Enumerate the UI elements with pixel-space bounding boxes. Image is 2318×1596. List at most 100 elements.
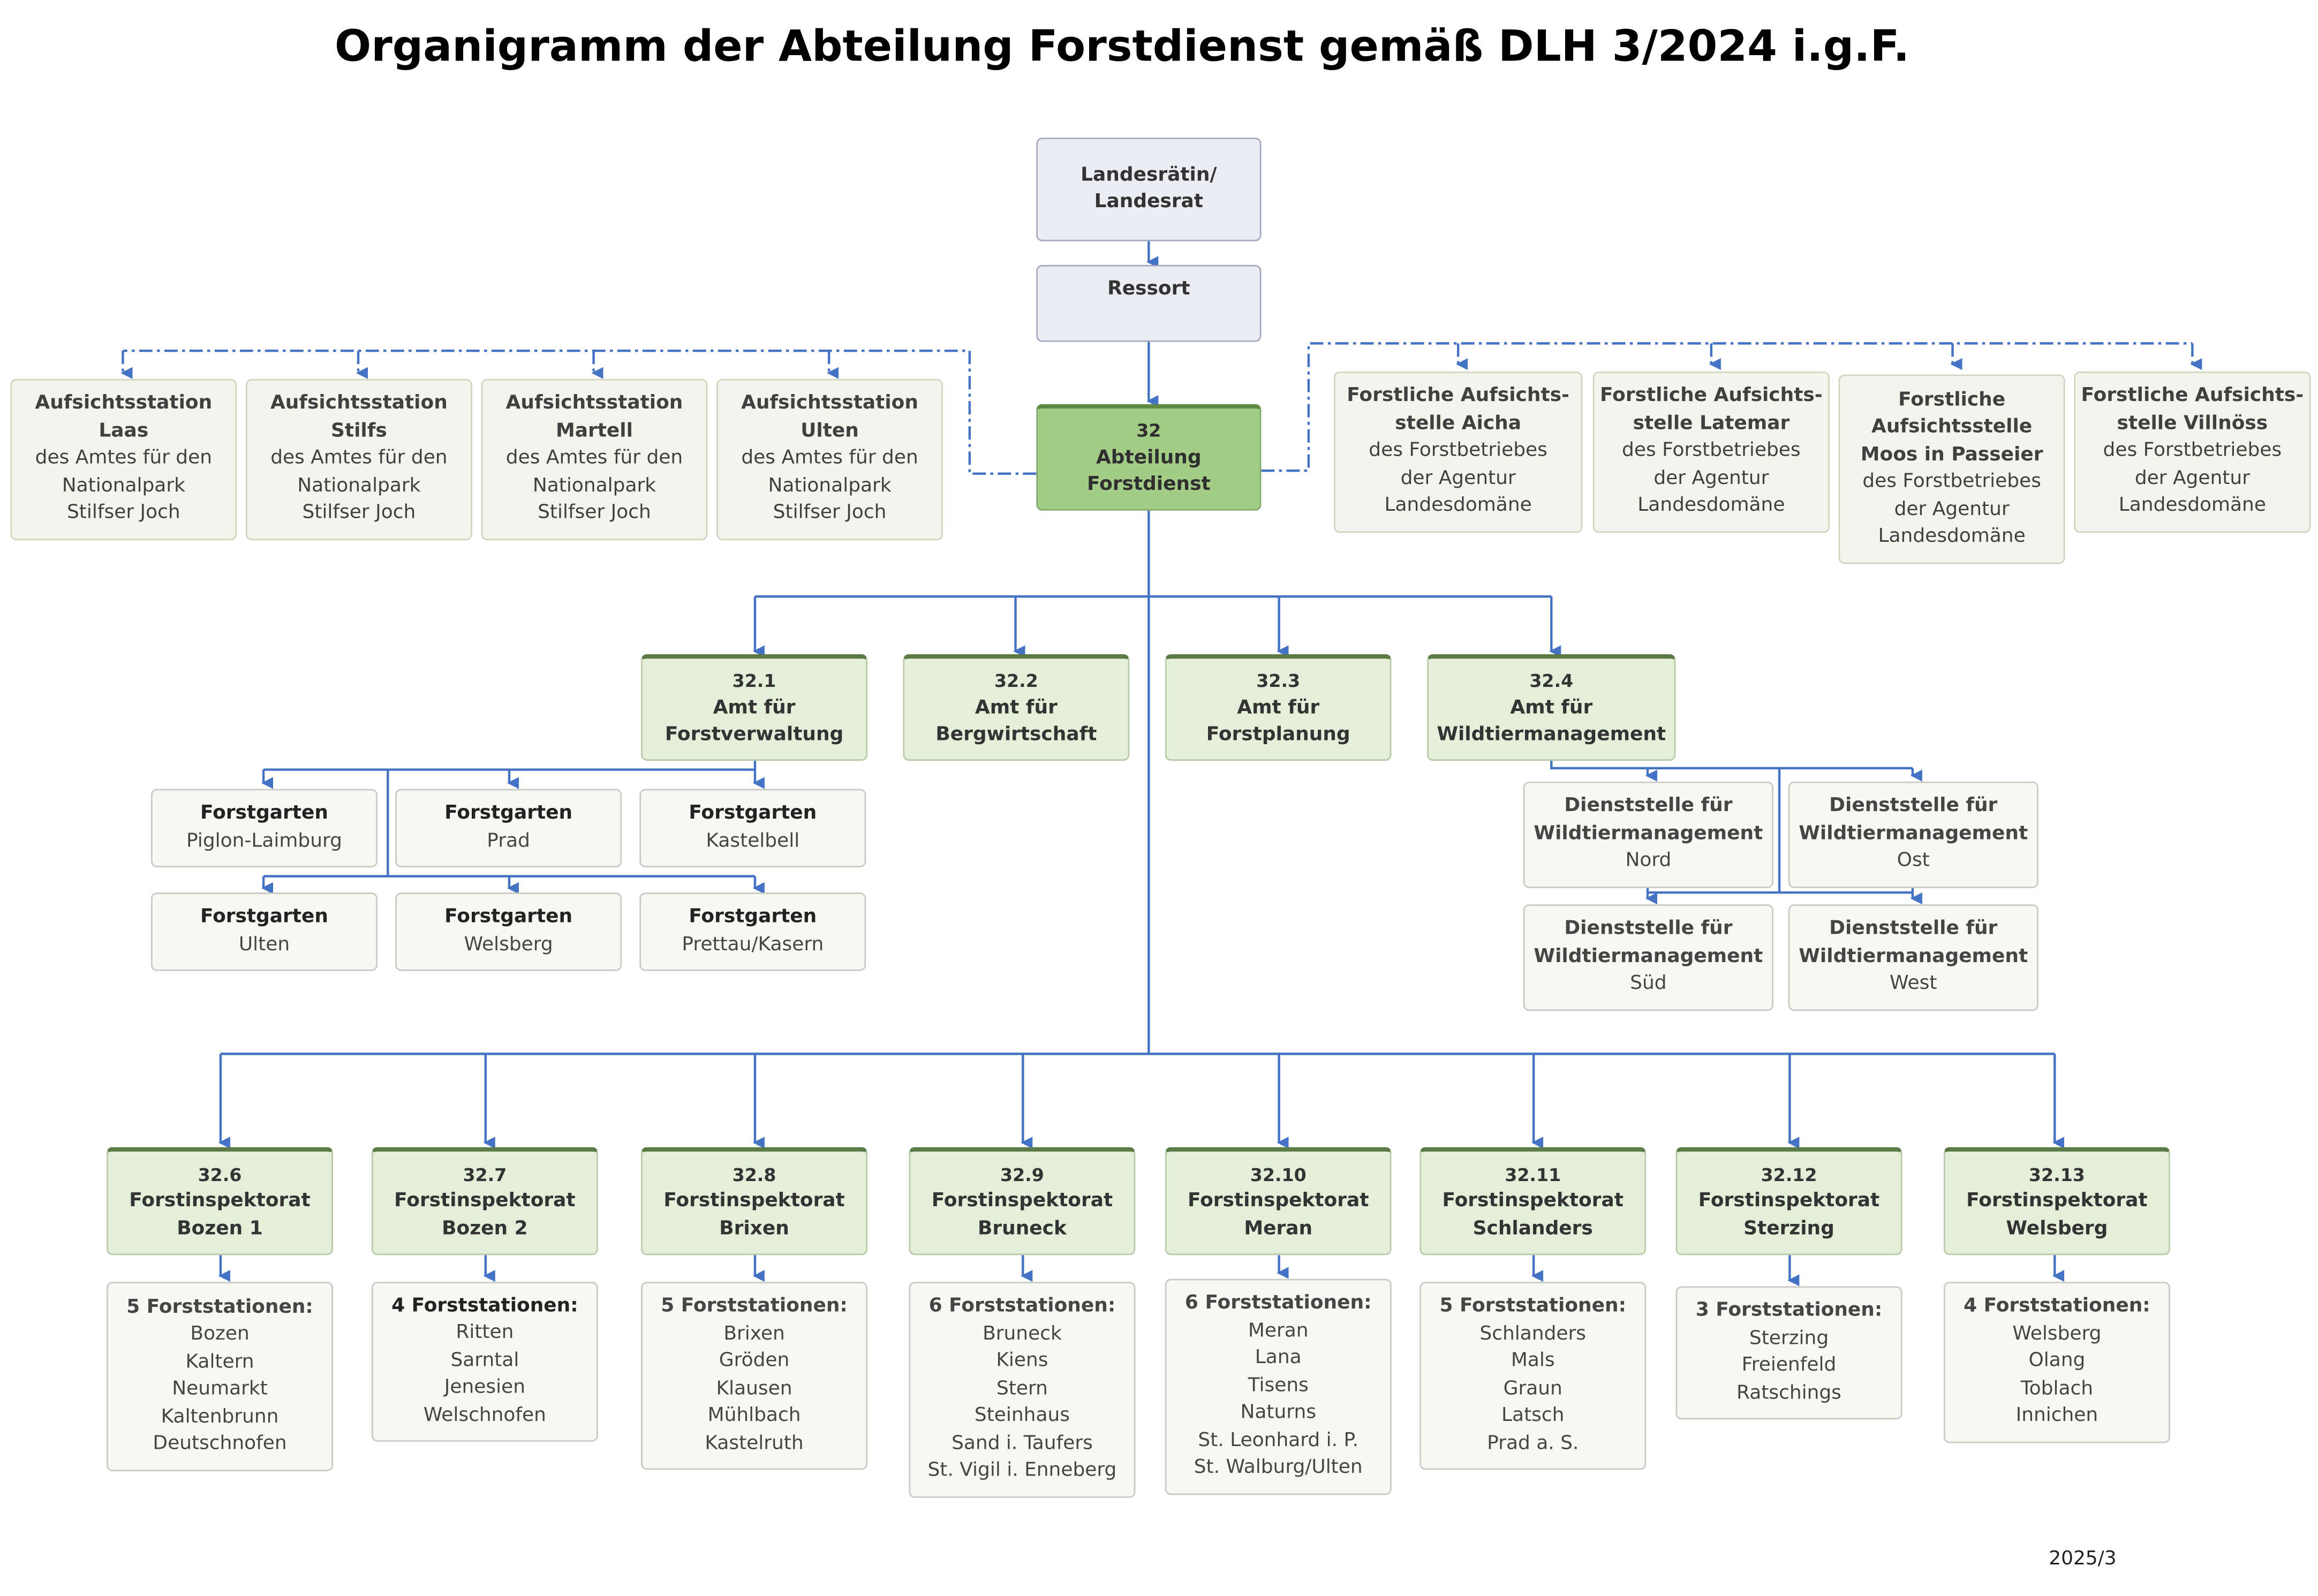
forstgarten-kastelbell: Forstgarten Kastelbell xyxy=(639,789,866,868)
inspektorat-32-6: 32.6 Forstinspektorat Bozen 1 xyxy=(107,1147,334,1255)
landesrat-line-2: Landesrat xyxy=(1094,191,1204,214)
forststationen-bozen-2: 4 Forststationen: Ritten Sarntal Jenesie… xyxy=(371,1282,598,1442)
dienststelle-title: Wildtiermanagement xyxy=(1799,945,2028,968)
station-sub: Nationalpark xyxy=(62,474,185,497)
station-sub: der Agentur xyxy=(1653,467,1769,490)
aufsichtsstation-laas: Aufsichtsstation Laas des Amtes für den … xyxy=(10,379,237,541)
station-title: Aufsichtsstation xyxy=(270,392,448,415)
dienststelle-title: Wildtiermanagement xyxy=(1534,945,1763,968)
station-title: Aufsichtsstation xyxy=(505,392,683,415)
dienststelle-title: Dienststelle für xyxy=(1829,918,1998,941)
amt-32-1: 32.1 Amt für Forstverwaltung xyxy=(641,654,868,761)
station-name: Kastelruth xyxy=(705,1432,804,1455)
dashed-left-connector xyxy=(120,349,1037,475)
station-title: Aufsichtsstelle xyxy=(1871,415,2033,438)
ressort-label: Ressort xyxy=(1107,278,1190,301)
dienststelle-name: Nord xyxy=(1625,850,1672,873)
station-name: Graun xyxy=(1503,1377,1562,1400)
dienststelle-ost: Dienststelle für Wildtiermanagement Ost xyxy=(1788,781,2038,888)
dienststelle-title: Wildtiermanagement xyxy=(1799,822,2028,845)
forstgarten-name: Welsberg xyxy=(464,933,553,956)
aufsichtsstelle-latemar: Forstliche Aufsichts- stelle Latemar des… xyxy=(1592,371,1830,533)
aufsichtsstation-martell: Aufsichtsstation Martell des Amtes für d… xyxy=(481,379,708,541)
inspektorat-32-12: 32.12 Forstinspektorat Sterzing xyxy=(1675,1147,1902,1255)
station-name: Kiens xyxy=(996,1350,1048,1373)
station-sub: der Agentur xyxy=(2134,467,2250,490)
station-sub: des Amtes für den xyxy=(741,447,918,470)
landesrat-box: Landesrätin/ Landesrat xyxy=(1036,138,1262,241)
inspektorat-name: Forstinspektorat xyxy=(1966,1190,2148,1213)
amt-name: Forstplanung xyxy=(1206,724,1350,747)
page-title: Organigramm der Abteilung Forstdienst ge… xyxy=(335,20,1910,71)
forststationen-bruneck: 6 Forststationen: Bruneck Kiens Stern St… xyxy=(909,1282,1136,1498)
amt-32-4: 32.4 Amt für Wildtiermanagement xyxy=(1427,654,1676,761)
inspektorat-name: Forstinspektorat xyxy=(1698,1190,1880,1213)
forstgarten-name: Prad xyxy=(487,829,530,852)
station-name: Welsberg xyxy=(2012,1322,2102,1345)
abteilung-line-1: Abteilung xyxy=(1096,447,1202,469)
station-name: Neumarkt xyxy=(172,1378,268,1401)
dienststelle-west: Dienststelle für Wildtiermanagement West xyxy=(1788,904,2038,1011)
station-sub: Landesdomäne xyxy=(2118,495,2266,517)
stations-title: 4 Forststationen: xyxy=(1964,1295,2150,1318)
inspektorat-name: Bozen 2 xyxy=(442,1217,528,1241)
station-name: Sarntal xyxy=(450,1349,519,1372)
station-sub: Stilfser Joch xyxy=(773,502,887,525)
dienststelle-sued: Dienststelle für Wildtiermanagement Süd xyxy=(1523,904,1773,1011)
aufsichtsstelle-moos: Forstliche Aufsichtsstelle Moos in Passe… xyxy=(1838,374,2065,564)
station-name: Deutschnofen xyxy=(153,1433,287,1455)
station-name: Meran xyxy=(1248,1320,1309,1342)
station-name: Lana xyxy=(1255,1347,1302,1370)
station-name: Freienfeld xyxy=(1741,1354,1837,1377)
stations-title: 5 Forststationen: xyxy=(1439,1295,1626,1318)
station-sub: des Forstbetriebes xyxy=(2103,440,2282,463)
abteilung-code: 32 xyxy=(1136,420,1161,442)
station-name: Ratschings xyxy=(1736,1381,1841,1404)
station-sub: des Amtes für den xyxy=(505,447,683,470)
station-name: St. Leonhard i. P. xyxy=(1198,1429,1358,1452)
dienststelle-title: Dienststelle für xyxy=(1564,918,1733,941)
forstgarten-name: Prettau/Kasern xyxy=(682,933,824,956)
station-sub: des Forstbetriebes xyxy=(1622,440,1801,463)
station-name: Stern xyxy=(996,1378,1048,1400)
inspektorat-32-11: 32.11 Forstinspektorat Schlanders xyxy=(1420,1147,1647,1255)
amt-code: 32.2 xyxy=(994,671,1038,692)
forstgarten-name: Kastelbell xyxy=(706,829,800,852)
forststationen-bozen-1: 5 Forststationen: Bozen Kaltern Neumarkt… xyxy=(107,1282,334,1472)
station-sub: Nationalpark xyxy=(768,474,892,497)
station-name: Gröden xyxy=(719,1350,790,1372)
station-sub: des Forstbetriebes xyxy=(1862,471,2041,493)
forstgarten-prad: Forstgarten Prad xyxy=(395,789,622,868)
station-name: Steinhaus xyxy=(974,1405,1070,1427)
station-sub: Stilfser Joch xyxy=(302,502,416,525)
station-sub: des Amtes für den xyxy=(270,447,448,470)
station-name: Latsch xyxy=(1501,1404,1565,1427)
station-name: Tisens xyxy=(1248,1374,1309,1397)
inspektorat-32-8: 32.8 Forstinspektorat Brixen xyxy=(641,1147,868,1255)
amt-name: Amt für xyxy=(1510,697,1593,719)
station-title: Forstliche Aufsichts- xyxy=(2081,385,2304,407)
stations-title: 5 Forststationen: xyxy=(126,1296,313,1318)
forstgarten-piglon-laimburg: Forstgarten Piglon-Laimburg xyxy=(150,789,377,868)
forstgarten-title: Forstgarten xyxy=(689,905,817,928)
dienststelle-name: West xyxy=(1890,973,1937,995)
forstgarten-prettau: Forstgarten Prettau/Kasern xyxy=(639,892,866,971)
inspektorat-32-9: 32.9 Forstinspektorat Bruneck xyxy=(909,1147,1136,1255)
station-name: Sterzing xyxy=(1749,1327,1829,1349)
inspektorat-code: 32.10 xyxy=(1250,1164,1307,1185)
amt-code: 32.3 xyxy=(1256,671,1301,692)
dashed-right-connector xyxy=(1261,342,2202,472)
amt-32-2: 32.2 Amt für Bergwirtschaft xyxy=(903,654,1130,761)
station-name: Kaltenbrunn xyxy=(161,1405,279,1428)
station-title: Ulten xyxy=(801,420,859,442)
inspektorat-name: Bruneck xyxy=(978,1217,1067,1241)
version-label: 2025/3 xyxy=(2049,1548,2117,1571)
station-name: Jenesien xyxy=(444,1376,526,1400)
inspektorat-code: 32.13 xyxy=(2028,1164,2085,1185)
inspektorat-name: Brixen xyxy=(719,1217,789,1241)
station-sub: Landesdomäne xyxy=(1384,495,1532,517)
inspektorat-32-7: 32.7 Forstinspektorat Bozen 2 xyxy=(371,1147,598,1255)
station-sub: der Agentur xyxy=(1894,498,2010,520)
dienststelle-title: Dienststelle für xyxy=(1829,795,1998,818)
